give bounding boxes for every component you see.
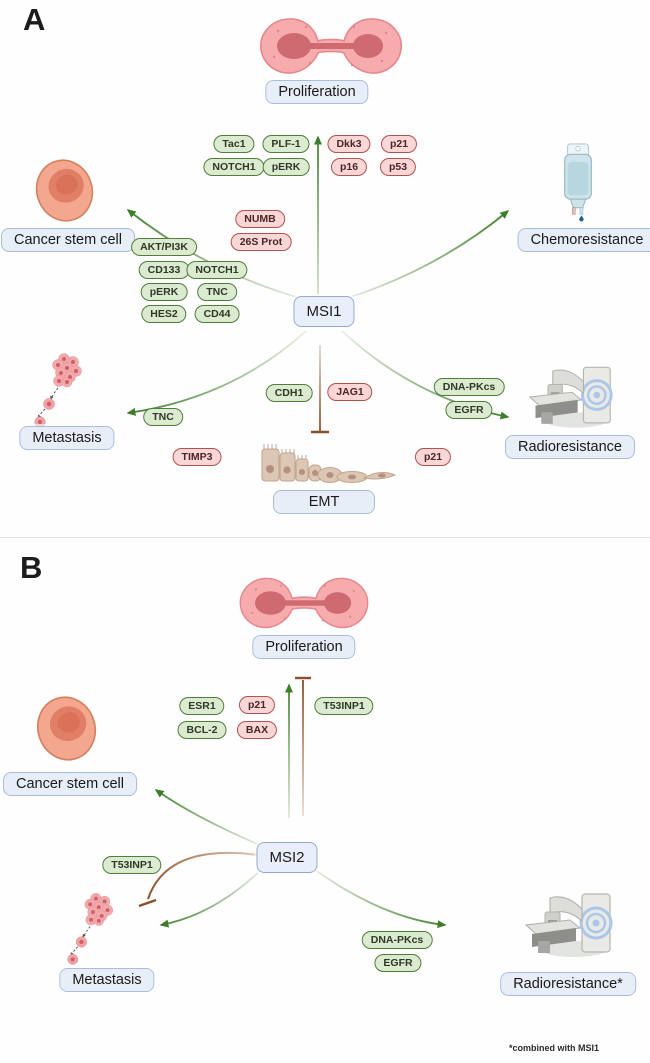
gene-pill-bax: BAX — [236, 721, 278, 739]
dividing-cell-icon — [256, 15, 406, 77]
arrow-msi1-chemoresistance — [344, 210, 510, 300]
gene-pill-hes2: HES2 — [141, 305, 187, 323]
gene-pill-t53inp1-prolif: T53INP1 — [314, 697, 374, 715]
gene-pill-p21-radio: p21 — [414, 448, 452, 466]
inhibition-msi2-metastasis — [147, 851, 259, 900]
node-cancer-stem-cell-a: Cancer stem cell — [1, 228, 135, 252]
gene-pill-tac1: Tac1 — [213, 135, 255, 153]
gene-pill-egfr-b: EGFR — [374, 954, 422, 972]
cancer-stem-cell-icon — [32, 158, 97, 223]
gene-pill-p53: p53 — [379, 158, 417, 176]
footnote: *combined with MSI1 — [509, 1043, 600, 1053]
panel-b-label: B — [20, 550, 43, 585]
gene-pill-cd44: CD44 — [194, 305, 240, 323]
node-emt: EMT — [273, 490, 375, 514]
gene-pill-egfr-a: EGFR — [445, 401, 493, 419]
gene-pill-perk-prolif: pERK — [262, 158, 310, 176]
cancer-stem-cell-icon-b — [33, 695, 100, 762]
radiotherapy-machine-icon-b — [519, 889, 617, 961]
panel-a-label: A — [23, 2, 46, 37]
dividing-cell-icon-b — [236, 574, 372, 632]
node-cancer-stem-cell-b: Cancer stem cell — [3, 772, 137, 796]
gene-pill-numb: NUMB — [235, 210, 285, 228]
gene-pill-cd133: CD133 — [138, 261, 190, 279]
gene-pill-dna-pkcs-a: DNA-PKcs — [433, 378, 505, 396]
node-proliferation-a: Proliferation — [265, 80, 369, 104]
gene-pill-p21-prolif: p21 — [380, 135, 418, 153]
node-radioresistance-b: Radioresistance* — [500, 972, 636, 996]
node-radioresistance-a: Radioresistance — [505, 435, 635, 459]
gene-pill-tnc-metastasis: TNC — [143, 408, 183, 426]
gene-pill-dna-pkcs-b: DNA-PKcs — [361, 931, 433, 949]
node-proliferation-b: Proliferation — [252, 635, 356, 659]
metastasis-cells-icon — [33, 350, 90, 428]
gene-pill-tnc-csc: TNC — [197, 283, 237, 301]
arrow-msi2-metastasis — [159, 868, 263, 928]
gene-pill-perk-csc: pERK — [140, 283, 188, 301]
radiotherapy-machine-icon — [524, 362, 616, 432]
gene-pill-t53inp1-meta: T53INP1 — [102, 856, 162, 874]
gene-pill-akt-pi3k: AKT/PI3K — [131, 238, 197, 256]
gene-pill-plf1: PLF-1 — [262, 135, 310, 153]
node-metastasis-b: Metastasis — [59, 968, 155, 992]
msi1-node: MSI1 — [293, 296, 355, 327]
gene-pill-jag1: JAG1 — [327, 383, 373, 401]
inhibition-msi2-metastasis-bar — [138, 898, 157, 908]
panel-divider — [0, 537, 650, 538]
gene-pill-cdh1: CDH1 — [265, 384, 313, 402]
gene-pill-26s-prot: 26S Prot — [230, 233, 292, 251]
arrow-msi2-radioresistance — [313, 868, 447, 929]
gene-pill-p21-b: p21 — [238, 696, 276, 714]
gene-pill-notch1-prolif: NOTCH1 — [203, 158, 265, 176]
iv-bag-icon — [560, 142, 596, 222]
node-chemoresistance: Chemoresistance — [517, 228, 650, 252]
metastasis-cells-icon-b — [66, 888, 121, 967]
gene-pill-esr1: ESR1 — [179, 697, 225, 715]
node-metastasis-a: Metastasis — [19, 426, 115, 450]
emt-cells-icon — [260, 443, 398, 485]
msi2-node: MSI2 — [256, 842, 318, 873]
gene-pill-bcl2: BCL-2 — [177, 721, 227, 739]
gene-pill-notch1-csc: NOTCH1 — [186, 261, 248, 279]
arrow-msi2-cancer-stem-cell — [154, 789, 263, 847]
gene-pill-dkk3: Dkk3 — [327, 135, 371, 153]
gene-pill-p16: p16 — [330, 158, 368, 176]
gene-pill-timp3: TIMP3 — [172, 448, 222, 466]
